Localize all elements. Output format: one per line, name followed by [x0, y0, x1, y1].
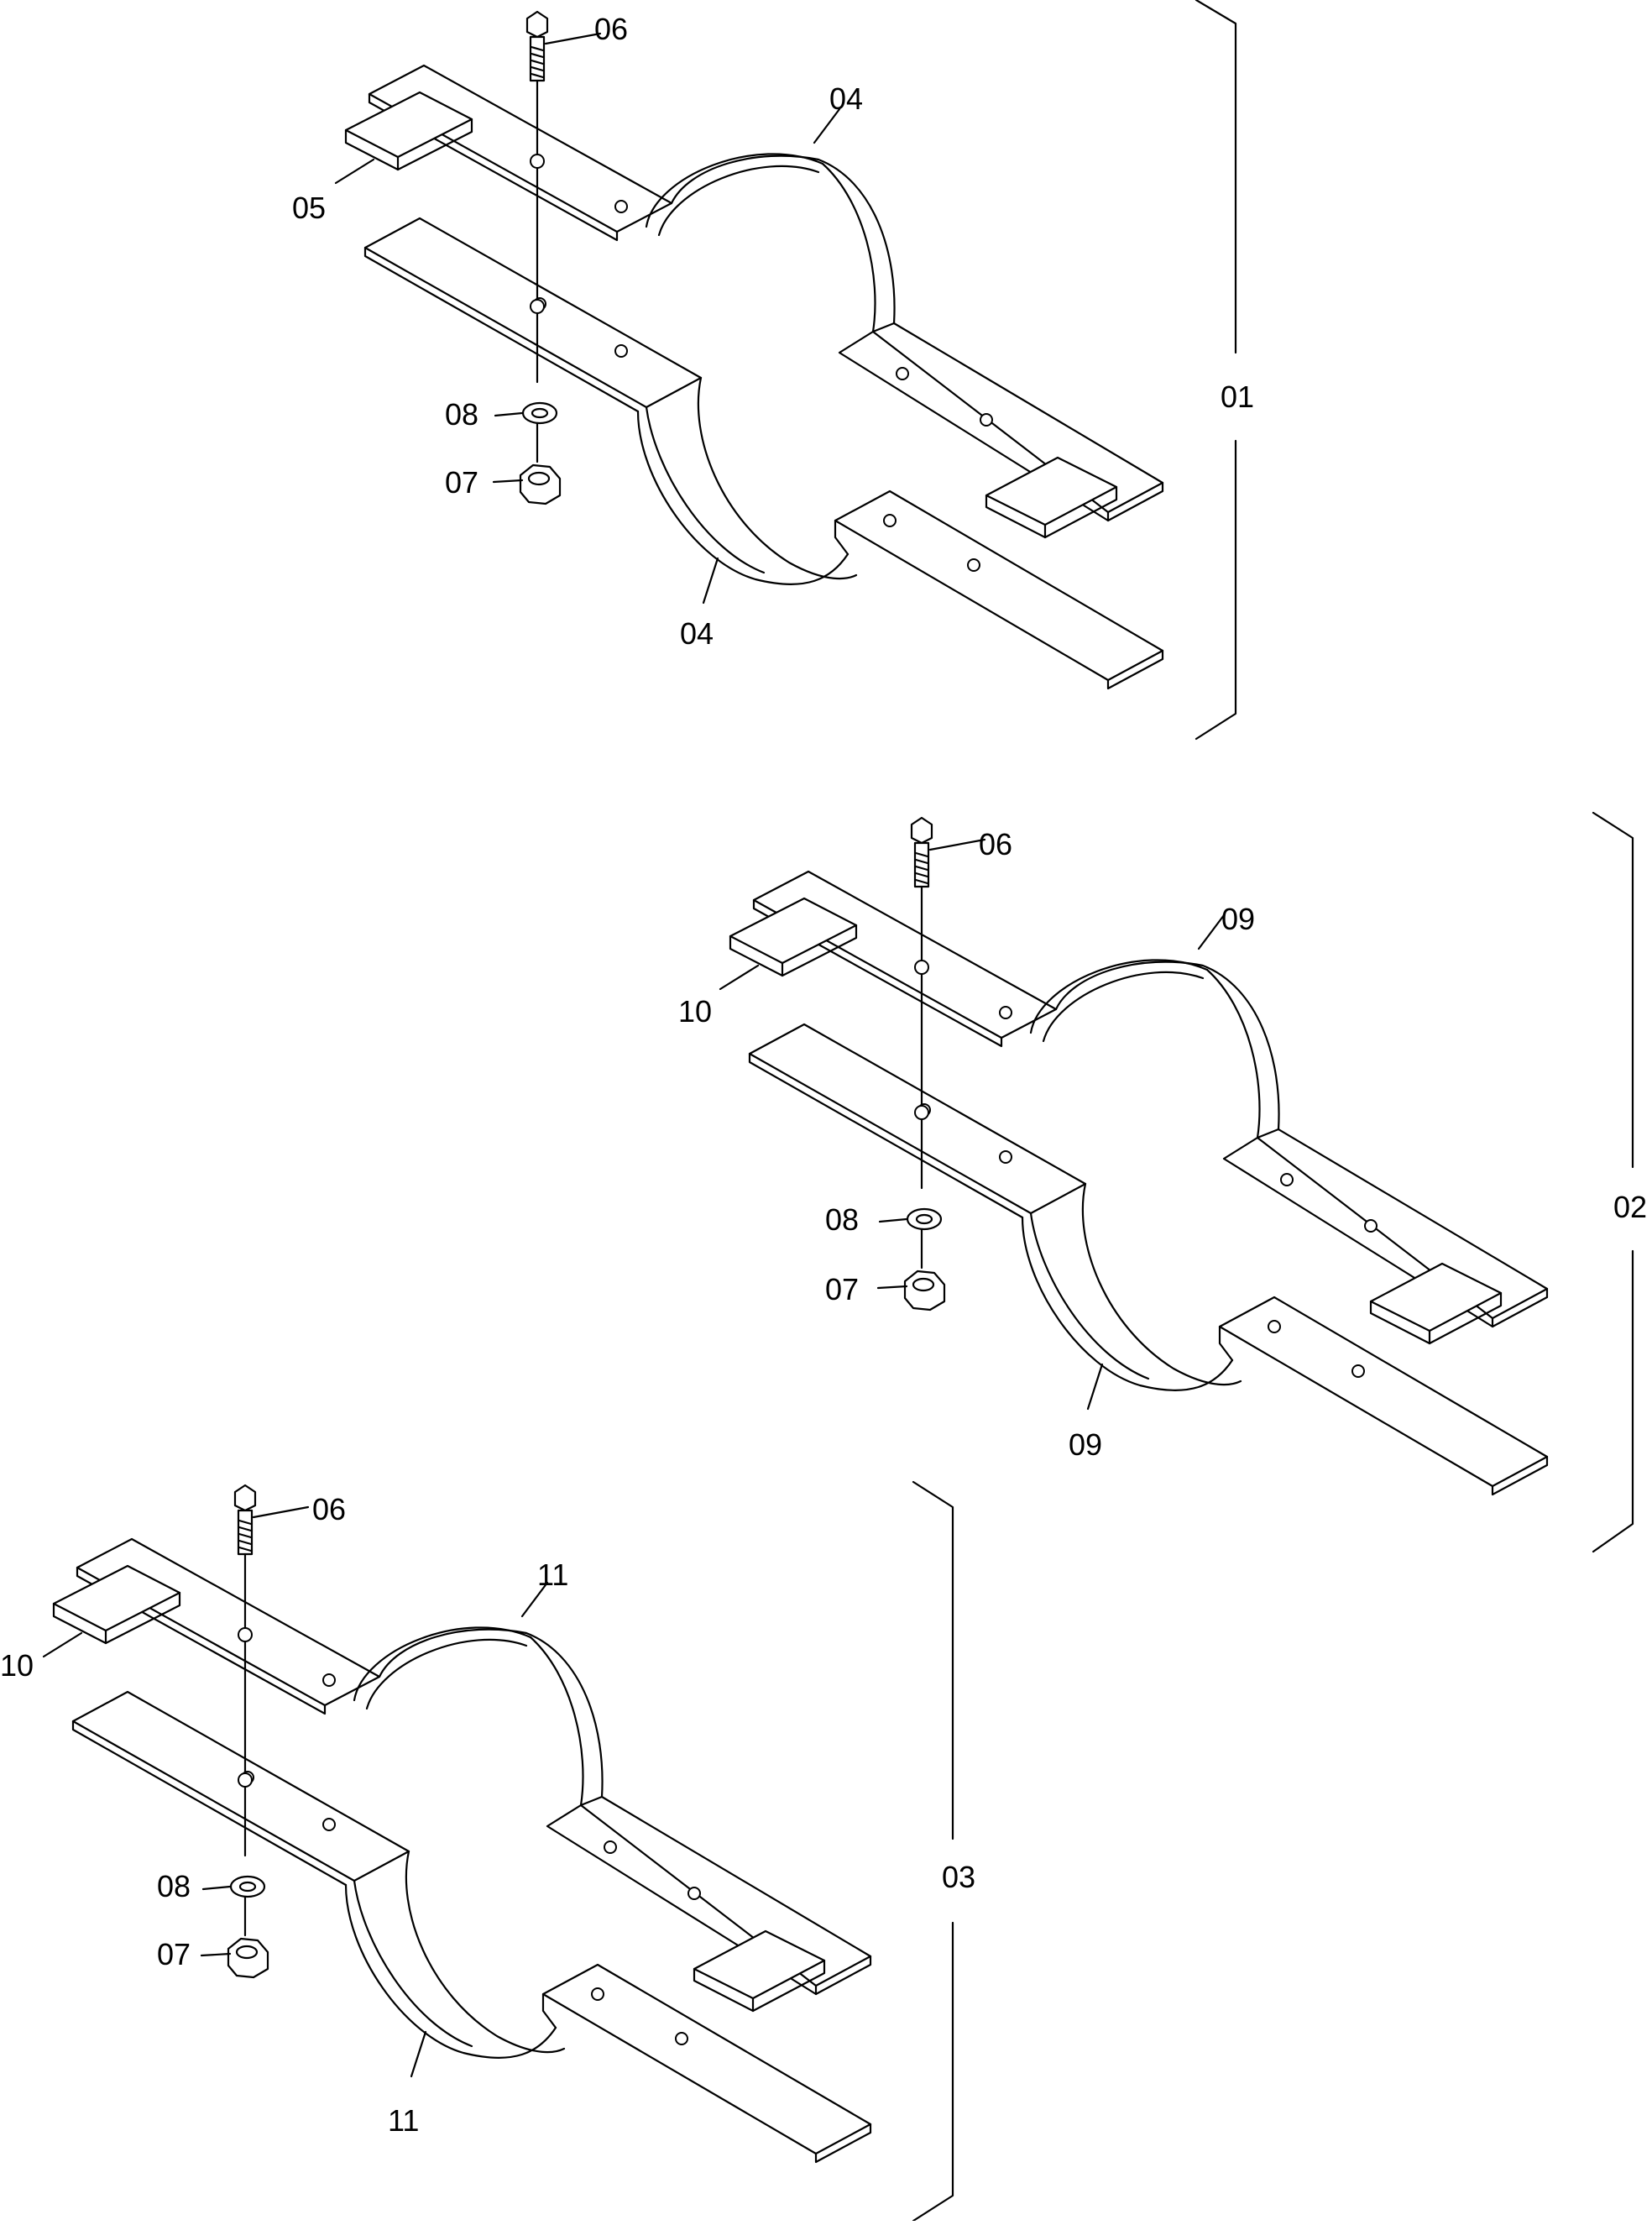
callout-washer-03: 08 — [157, 1869, 191, 1903]
bracket-03 — [912, 1480, 954, 2222]
callout-upper-clamp-03: 11 — [537, 1558, 568, 1592]
callout-bolt-01: 06 — [594, 12, 628, 46]
callout-nut-03: 07 — [157, 1937, 191, 1971]
leader-lines-01 — [334, 32, 841, 605]
callout-lower-clamp-01: 04 — [680, 616, 714, 651]
callout-upper-pad-01: 05 — [292, 191, 326, 225]
callout-washer-01: 08 — [445, 397, 478, 432]
assembly-02 — [729, 816, 1549, 1496]
callout-lower-clamp-03: 11 — [388, 2103, 419, 2138]
assembly-01 — [344, 10, 1164, 690]
leader-lines-03 — [42, 1505, 549, 2078]
bracket-01 — [1195, 0, 1237, 741]
callout-upper-pad-03: 10 — [0, 1648, 34, 1683]
leader-lines-02 — [719, 838, 1226, 1411]
callout-nut-01: 07 — [445, 465, 478, 500]
callout-upper-clamp-01: 04 — [829, 81, 863, 116]
callout-bolt-03: 06 — [312, 1492, 346, 1526]
assembly-id-03: 03 — [942, 1860, 975, 1894]
assembly-id-01: 01 — [1221, 380, 1254, 414]
callout-washer-02: 08 — [825, 1202, 859, 1237]
assembly-03 — [52, 1484, 872, 2164]
callout-lower-clamp-02: 09 — [1069, 1427, 1102, 1462]
callout-upper-clamp-02: 09 — [1221, 902, 1255, 936]
bracket-02 — [1592, 811, 1634, 1553]
callout-upper-pad-02: 10 — [678, 994, 712, 1029]
callout-nut-02: 07 — [825, 1272, 859, 1306]
callout-bolt-02: 06 — [979, 827, 1012, 861]
assembly-id-02: 02 — [1613, 1190, 1647, 1224]
